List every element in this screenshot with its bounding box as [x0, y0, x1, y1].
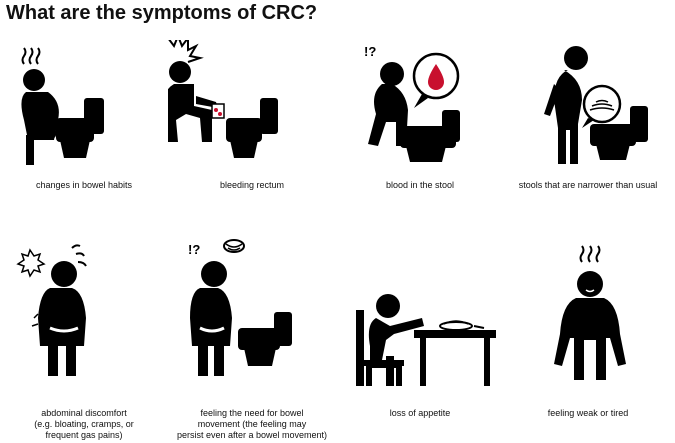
svg-text:!?: !?	[188, 242, 200, 257]
narrow-stool-icon	[544, 46, 648, 164]
symptom-caption: bleeding rectum	[219, 180, 285, 190]
page-title: What are the symptoms of CRC?	[6, 2, 318, 24]
abdominal-pain-icon	[16, 244, 87, 376]
symptom-blood-in-stool: !? blood in the stool	[336, 40, 504, 240]
symptom-bleeding-rectum: !? bleeding rectum	[168, 40, 336, 240]
loss-of-appetite-icon	[356, 294, 496, 386]
symptom-caption: changes in bowel habits	[35, 180, 133, 190]
svg-text:!?: !?	[364, 44, 376, 59]
symptom-caption: stools that are narrower than usual	[518, 180, 658, 190]
symptom-need-for-bowel-movement: !? feeling the need for bowel movement (…	[168, 232, 336, 440]
weak-tired-icon	[554, 245, 626, 380]
need-bowel-movement-icon: !?	[188, 239, 292, 376]
symptom-loss-of-appetite: loss of appetite	[336, 232, 504, 432]
symptom-caption: feeling weak or tired	[547, 408, 629, 418]
symptom-changes-in-bowel-habits: changes in bowel habits	[0, 40, 168, 240]
symptom-caption: feeling the need for bowel movement (the…	[176, 408, 328, 440]
symptom-caption: loss of appetite	[389, 408, 451, 418]
person-bleeding-toilet-icon: !?	[168, 40, 278, 158]
symptom-weak-or-tired: feeling weak or tired	[504, 232, 672, 432]
symptom-caption: abdominal discomfort (e.g. bloating, cra…	[34, 408, 134, 440]
blood-in-stool-icon: !?	[364, 44, 460, 162]
symptom-caption: blood in the stool	[385, 180, 455, 190]
symptom-abdominal-discomfort: abdominal discomfort (e.g. bloating, cra…	[0, 232, 168, 440]
person-on-toilet-steam-icon	[21, 47, 104, 165]
symptom-narrow-stools: stools that are narrower than usual	[504, 40, 672, 240]
